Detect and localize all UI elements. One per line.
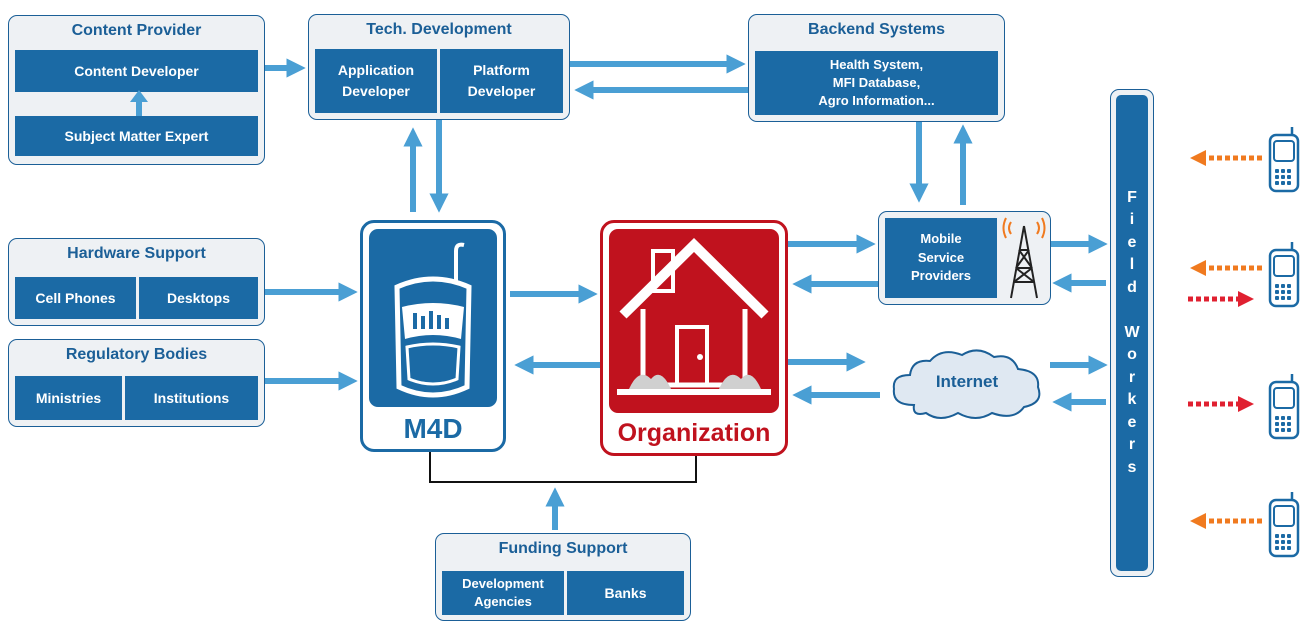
field-workers-inner: F i e l d W o r k e r s <box>1116 95 1148 571</box>
backend-systems-cell: Health System, MFI Database, Agro Inform… <box>755 51 998 115</box>
content-provider-title: Content Provider <box>71 22 202 39</box>
mobile-service-group: Mobile Service Providers <box>878 211 1051 305</box>
content-provider-group: Content Provider Content Developer Subje… <box>8 15 265 165</box>
organization-label: Organization <box>617 419 771 447</box>
organization-inner <box>609 229 779 413</box>
cloud-icon <box>892 349 1041 419</box>
cell-phone-icon <box>1264 490 1304 560</box>
desktops-cell: Desktops <box>139 277 258 319</box>
backend-systems-group: Backend Systems Health System, MFI Datab… <box>748 14 1005 122</box>
fw-letter: r <box>1128 368 1136 386</box>
tech-development-group: Tech. Development Application Developer … <box>308 14 570 120</box>
fw-letter: s <box>1127 458 1137 476</box>
arrow-up-icon <box>130 90 148 116</box>
fw-letter: F <box>1127 188 1137 206</box>
fw-letter: k <box>1127 391 1137 409</box>
fw-letter: i <box>1129 211 1135 229</box>
field-workers-bar: F i e l d W o r k e r s <box>1110 89 1154 577</box>
hardware-support-group: Hardware Support Cell Phones Desktops <box>8 238 265 326</box>
funding-bracket <box>429 452 697 483</box>
subject-matter-expert-cell: Subject Matter Expert <box>15 116 258 156</box>
m4d-label: M4D <box>403 413 463 444</box>
internet-cloud <box>892 349 1041 419</box>
platform-developer-cell: Platform Developer <box>440 49 563 113</box>
m4d-card: M4D <box>360 220 506 452</box>
organization-card: Organization <box>600 220 788 456</box>
cell-phone-icon <box>1264 125 1304 195</box>
institutions-cell: Institutions <box>125 376 258 420</box>
development-agencies-cell: Development Agencies <box>442 571 564 615</box>
content-developer-cell: Content Developer <box>15 50 258 92</box>
tech-development-title: Tech. Development <box>366 21 512 38</box>
fw-letter: e <box>1127 233 1137 251</box>
regulatory-bodies-group: Regulatory Bodies Ministries Institution… <box>8 339 265 427</box>
cell-tower-icon <box>1002 217 1046 299</box>
regulatory-bodies-title: Regulatory Bodies <box>65 346 208 363</box>
mobile-service-cell: Mobile Service Providers <box>885 218 997 298</box>
funding-support-title: Funding Support <box>498 540 628 557</box>
house-icon <box>617 237 771 395</box>
cell-phones-cell: Cell Phones <box>15 277 136 319</box>
application-developer-cell: Application Developer <box>315 49 437 113</box>
fw-letter: W <box>1124 323 1140 341</box>
funding-support-group: Funding Support Development Agencies Ban… <box>435 533 691 621</box>
backend-systems-title: Backend Systems <box>808 21 945 38</box>
hardware-support-title: Hardware Support <box>67 245 206 262</box>
ministries-cell: Ministries <box>15 376 122 420</box>
internet-label: Internet <box>935 372 999 391</box>
fw-letter: o <box>1127 346 1137 364</box>
banks-cell: Banks <box>567 571 684 615</box>
mobile-phone-icon <box>394 242 472 398</box>
fw-letter: r <box>1128 436 1136 454</box>
cell-phone-icon <box>1264 372 1304 442</box>
fw-letter: e <box>1127 413 1137 431</box>
fw-letter: d <box>1127 278 1137 296</box>
cell-phone-icon <box>1264 240 1304 310</box>
m4d-inner <box>369 229 497 407</box>
fw-letter: l <box>1129 256 1135 274</box>
